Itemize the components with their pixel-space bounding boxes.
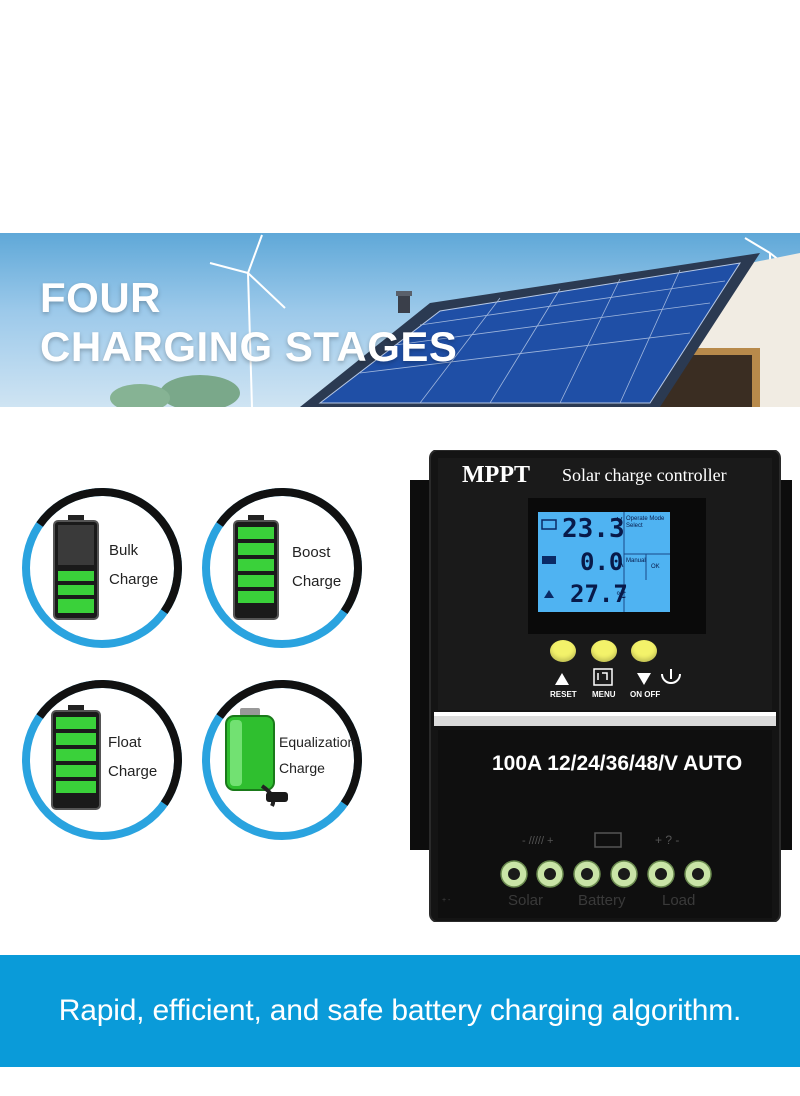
stage-bulk — [22, 488, 182, 648]
footer-text: Rapid, efficient, and safe battery charg… — [58, 994, 742, 1027]
stage-name: Boost — [292, 544, 331, 561]
stage-label-equalization: Equalization Charge — [279, 729, 355, 781]
battery-boost-icon — [233, 515, 279, 620]
power-icon — [661, 669, 681, 684]
reset-label: RESET — [550, 690, 577, 699]
battery-equalization-icon — [225, 708, 288, 807]
controller-subtitle: Solar charge controller — [562, 465, 727, 485]
stage-float — [22, 680, 182, 840]
svg-text:+ -: + - — [442, 897, 451, 904]
stage-boost — [202, 488, 362, 648]
stage-equalization — [202, 680, 362, 840]
lcd-current: 0.0 — [580, 548, 624, 576]
lcd-ok-label: OK — [651, 564, 660, 570]
banner-title-line1: FOUR — [40, 274, 161, 321]
stage-label-boost: Boost Charge — [292, 538, 341, 596]
footer-band: Rapid, efficient, and safe battery charg… — [0, 955, 800, 1067]
house-solar-illustration — [110, 234, 800, 407]
battery-bulk-icon — [53, 515, 99, 620]
terminal-label-load: Load — [662, 892, 696, 909]
down-arrow-icon — [637, 673, 651, 685]
stage-sub: Charge — [292, 573, 342, 590]
wind-turbine-icon — [209, 234, 286, 407]
stage-sub: Charge — [279, 760, 325, 776]
stage-label-bulk: Bulk Charge — [109, 536, 158, 594]
stage-label-float: Float Charge — [108, 728, 157, 786]
lcd-voltage: 23.3 — [562, 514, 625, 544]
battery-float-icon — [51, 705, 101, 810]
lcd-current-unit: A — [618, 560, 624, 569]
reset-button[interactable] — [550, 640, 576, 662]
onoff-label: ON OFF — [630, 690, 661, 699]
terminal-label-battery: Battery — [578, 892, 626, 909]
stage-sub: Charge — [108, 763, 158, 780]
onoff-button[interactable] — [631, 640, 657, 662]
lcd-temperature: 27.7 — [570, 580, 628, 608]
lcd-mode-label: Operate Mode Select — [626, 516, 665, 529]
lcd-voltage-unit: V — [617, 516, 623, 525]
banner-title: FOUR CHARGING STAGES — [40, 273, 457, 371]
stage-name: Bulk — [109, 542, 139, 559]
spec-label: 100A 12/24/36/48/V AUTO — [492, 752, 743, 775]
svg-text:+ ? -: + ? - — [655, 833, 679, 847]
up-arrow-icon — [555, 673, 569, 685]
charge-controller: - ///// + + ? - + - MPPT Solar charge co… — [410, 450, 792, 922]
stage-sub: Charge — [109, 571, 159, 588]
terminal-label-solar: Solar — [508, 892, 544, 909]
menu-label: MENU — [592, 690, 616, 699]
svg-text:- ///// +: - ///// + — [522, 835, 553, 847]
stage-name: Float — [108, 734, 142, 751]
hero-banner: FOUR CHARGING STAGES — [0, 233, 800, 407]
menu-icon — [593, 668, 613, 686]
lcd-manual-label: Manual — [626, 558, 646, 564]
lcd-temp-unit: ℃ — [616, 590, 627, 600]
banner-title-line2: CHARGING STAGES — [40, 323, 458, 370]
brand-label: MPPT — [462, 462, 530, 488]
controller-body: - ///// + + ? - + - — [410, 450, 792, 922]
stage-name: Equalization — [279, 734, 356, 750]
menu-button[interactable] — [591, 640, 617, 662]
